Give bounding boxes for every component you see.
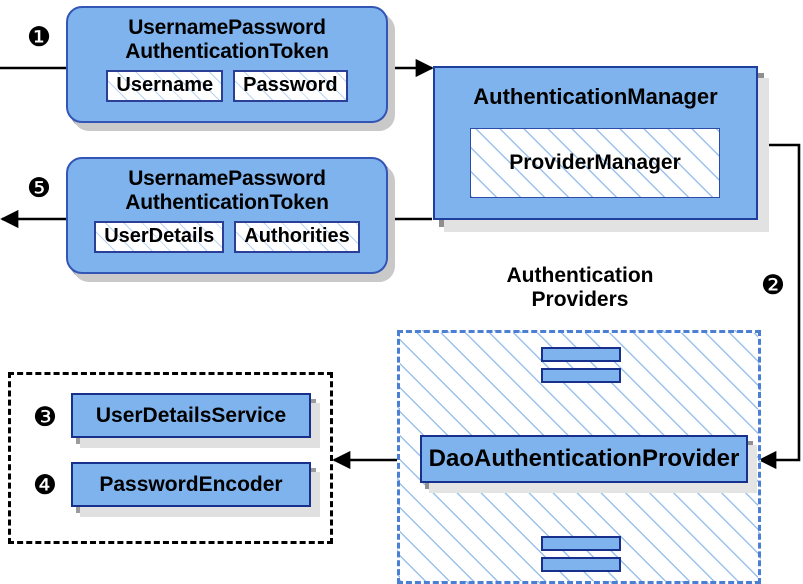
request-token-title-line2: AuthenticationToken [125,39,329,63]
dao-authentication-provider-box: DaoAuthenticationProvider [420,435,748,483]
request-token-card: UsernamePassword AuthenticationToken Use… [66,6,388,123]
response-token-title-line1: UsernamePassword [128,167,326,190]
provider-manager-box: ProviderManager [470,128,720,198]
manager-to-provider-connector [758,143,801,470]
response-token-title-line2: AuthenticationToken [125,190,329,214]
authentication-manager-title: AuthenticationManager [473,84,718,109]
request-token-title-line1: UsernamePassword [128,16,326,39]
slot-password: Password [233,70,348,103]
slot-authorities: Authorities [234,221,360,254]
placeholder-provider-bar-top-1 [541,347,621,362]
placeholder-provider-bar-top-2 [541,368,621,383]
providers-group-title-line2: Providers [531,287,629,311]
step-marker-2: ❷ [760,270,786,301]
slot-userdetails: UserDetails [94,221,225,254]
step-marker-3: ❸ [32,402,58,433]
response-token-card: UsernamePassword AuthenticationToken Use… [66,157,388,274]
password-encoder-box: PasswordEncoder [71,462,311,507]
slot-username: Username [106,70,224,103]
step-marker-5: ❺ [26,173,52,204]
step-marker-4: ❹ [32,470,58,501]
providers-group-title-line1: Authentication [506,264,654,287]
placeholder-provider-bar-bottom-2 [541,557,621,572]
request-token-title: UsernamePassword AuthenticationToken [125,16,329,63]
authentication-manager-card: AuthenticationManager ProviderManager [433,66,758,220]
request-token-slots: Username Password [106,70,348,103]
step-marker-1: ❶ [26,22,52,53]
placeholder-provider-bar-bottom-1 [541,536,621,551]
providers-group-title: Authentication Providers [460,264,700,311]
response-token-slots: UserDetails Authorities [94,221,360,254]
response-token-title: UsernamePassword AuthenticationToken [125,167,329,214]
user-details-service-box: UserDetailsService [71,393,311,438]
